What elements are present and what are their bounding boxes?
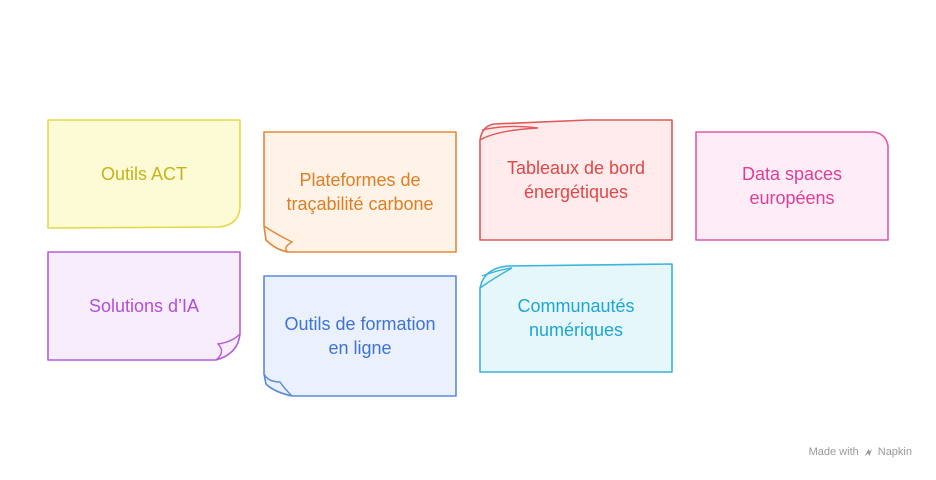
note-label: Plateformes de traçabilité carbone bbox=[286, 170, 434, 214]
note-outils-formation: Outils de formation en ligne bbox=[262, 274, 458, 398]
note-label: Solutions d’IA bbox=[88, 296, 200, 316]
note-outline bbox=[479, 263, 673, 373]
note-outline bbox=[47, 119, 241, 229]
made-with-napkin-watermark: Made with Napkin bbox=[809, 446, 912, 458]
note-shape bbox=[479, 119, 673, 241]
note-label: Outils ACT bbox=[100, 164, 188, 184]
note-label: Outils de formation en ligne bbox=[284, 314, 436, 358]
note-curl bbox=[479, 125, 539, 141]
note-tableaux-bord: Tableaux de bord énergétiques bbox=[478, 118, 674, 242]
note-shape bbox=[479, 263, 673, 373]
note-data-spaces: Data spaces européens bbox=[694, 130, 890, 242]
note-shape bbox=[695, 131, 889, 241]
note-shape bbox=[263, 131, 457, 253]
watermark-brand: Napkin bbox=[877, 446, 912, 458]
note-curl bbox=[263, 373, 293, 397]
note-outline bbox=[263, 131, 457, 253]
note-solutions-ia: Solutions d’IA bbox=[46, 250, 242, 362]
note-outline bbox=[263, 275, 457, 397]
note-label: Tableaux de bord énergétiques bbox=[506, 158, 646, 202]
napkin-logo-icon bbox=[864, 448, 872, 456]
note-curl bbox=[263, 225, 294, 253]
note-label: Data spaces européens bbox=[741, 164, 843, 208]
note-outline bbox=[695, 131, 889, 241]
note-outline bbox=[479, 119, 673, 241]
watermark-prefix: Made with bbox=[808, 446, 859, 458]
note-curl bbox=[479, 267, 513, 289]
note-shape bbox=[47, 251, 241, 361]
note-shape bbox=[263, 275, 457, 397]
note-plateformes-tracabilite: Plateformes de traçabilité carbone bbox=[262, 130, 458, 254]
note-shape bbox=[47, 119, 241, 229]
note-curl bbox=[215, 333, 241, 361]
note-label: Communautés numériques bbox=[517, 296, 635, 340]
note-outils-act: Outils ACT bbox=[46, 118, 242, 230]
note-communautes-numeriques: Communautés numériques bbox=[478, 262, 674, 374]
